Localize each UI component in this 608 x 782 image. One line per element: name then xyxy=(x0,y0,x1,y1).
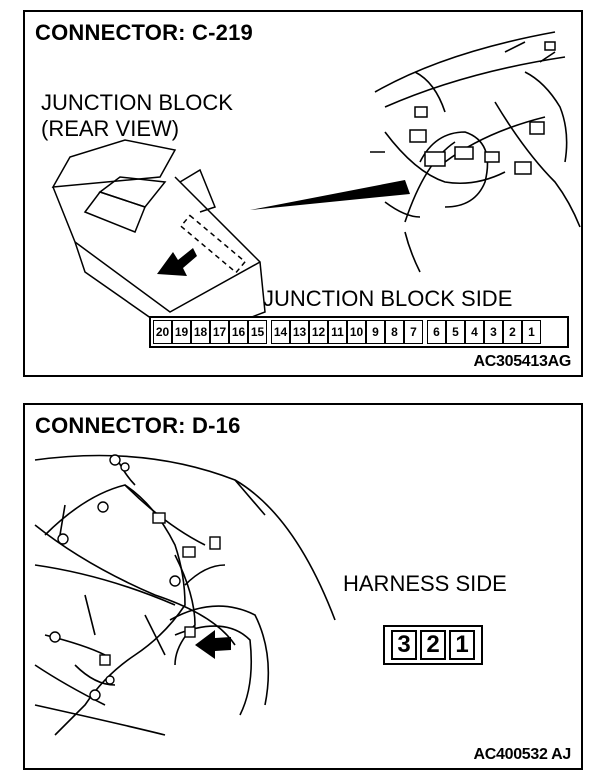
pin: 3 xyxy=(391,630,417,660)
pin: 3 xyxy=(484,320,503,344)
pin: 13 xyxy=(290,320,309,344)
connector-d16-pinout: 3 2 1 xyxy=(383,625,483,665)
pointer-wedge xyxy=(250,180,410,210)
pin: 17 xyxy=(210,320,229,344)
junction-block-illustration xyxy=(51,31,581,343)
harness-side-label: HARNESS SIDE xyxy=(343,571,507,596)
junction-block-side-label: JUNCTION BLOCK SIDE xyxy=(263,286,513,311)
label-line-2: (REAR VIEW) xyxy=(41,116,180,141)
pin: 10 xyxy=(347,320,366,344)
connector-title: CONNECTOR: D-16 xyxy=(35,413,241,438)
diagram-code: AC400532 AJ xyxy=(473,746,571,763)
pin: 4 xyxy=(465,320,484,344)
arrow-icon xyxy=(157,248,197,276)
pin: 15 xyxy=(248,320,267,344)
pin: 6 xyxy=(427,320,446,344)
pin: 19 xyxy=(172,320,191,344)
pin: 7 xyxy=(404,320,423,344)
junction-block-label: JUNCTION BLOCK (REAR VIEW) xyxy=(41,90,233,142)
pin: 1 xyxy=(522,320,541,344)
pin: 11 xyxy=(328,320,347,344)
diagram-code: AC305413AG xyxy=(473,353,571,370)
pin: 2 xyxy=(503,320,522,344)
pin: 2 xyxy=(420,630,446,660)
pin: 14 xyxy=(271,320,290,344)
pin: 12 xyxy=(309,320,328,344)
pin: 16 xyxy=(229,320,248,344)
vehicle-harness-illustration xyxy=(34,454,336,736)
pin: 18 xyxy=(191,320,210,344)
pin: 20 xyxy=(153,320,172,344)
arrow-icon xyxy=(195,630,231,659)
connector-c219-panel: CONNECTOR: C-219 JUNCTION BLOCK (REAR VI… xyxy=(23,10,583,377)
pin: 9 xyxy=(366,320,385,344)
connector-d16-panel: CONNECTOR: D-16 HARNESS SIDE 3 2 1 AC400… xyxy=(23,403,583,770)
connector-title: CONNECTOR: C-219 xyxy=(35,20,253,45)
label-line-1: JUNCTION BLOCK xyxy=(41,90,233,115)
pin: 8 xyxy=(385,320,404,344)
pin: 1 xyxy=(449,630,475,660)
pin: 5 xyxy=(446,320,465,344)
